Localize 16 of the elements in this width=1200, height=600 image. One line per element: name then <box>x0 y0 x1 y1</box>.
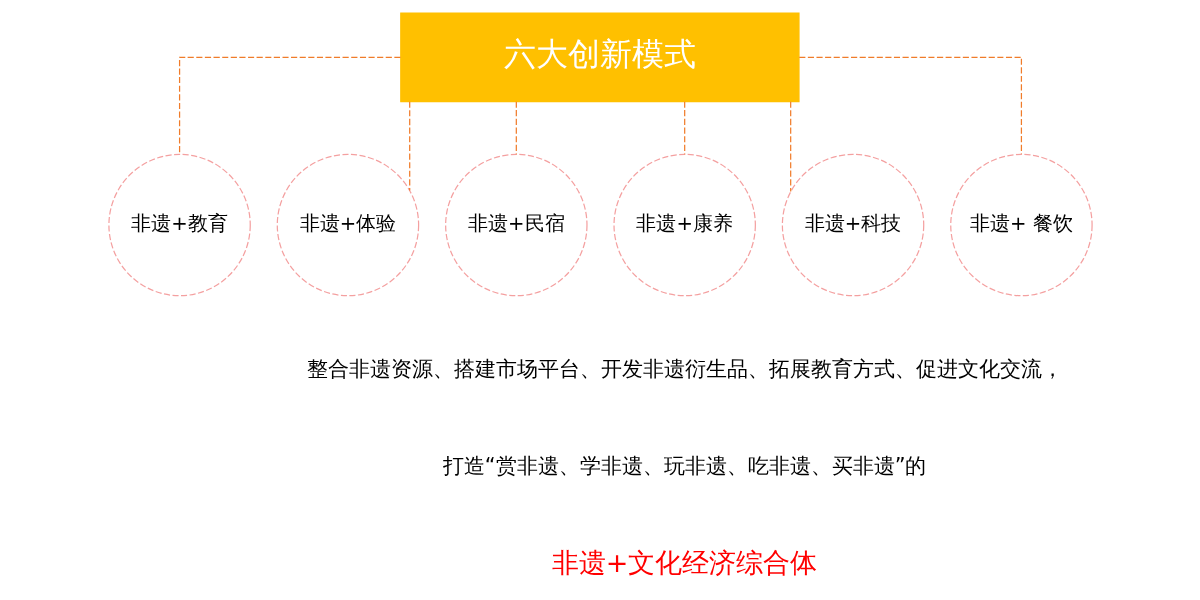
node-circle: 非遗+民宿 <box>444 153 588 297</box>
connector <box>408 101 410 192</box>
node-box: 六大创新模式 <box>399 12 800 103</box>
label: 整合非遗资源、搭建市场平台、开发非遗衍生品、拓展教育方式、促进文化交流， <box>306 356 1063 381</box>
node-circle: 非遗+科技 <box>781 153 924 297</box>
connector <box>515 101 517 155</box>
label: 打造“赏非遗、学非遗、玩非遗、吃非遗、买非遗”的 <box>442 453 926 478</box>
node-circle: 非遗+体验 <box>276 153 419 297</box>
label: 非遗+文化经济综合体 <box>551 546 817 578</box>
connector <box>683 101 685 155</box>
connector <box>798 56 1022 155</box>
node-circle: 非遗+ 餐饮 <box>949 153 1093 297</box>
node-circle: 非遗+康养 <box>612 153 756 297</box>
connector <box>789 101 791 193</box>
connector <box>178 56 401 155</box>
node-circle: 非遗+教育 <box>107 153 251 297</box>
